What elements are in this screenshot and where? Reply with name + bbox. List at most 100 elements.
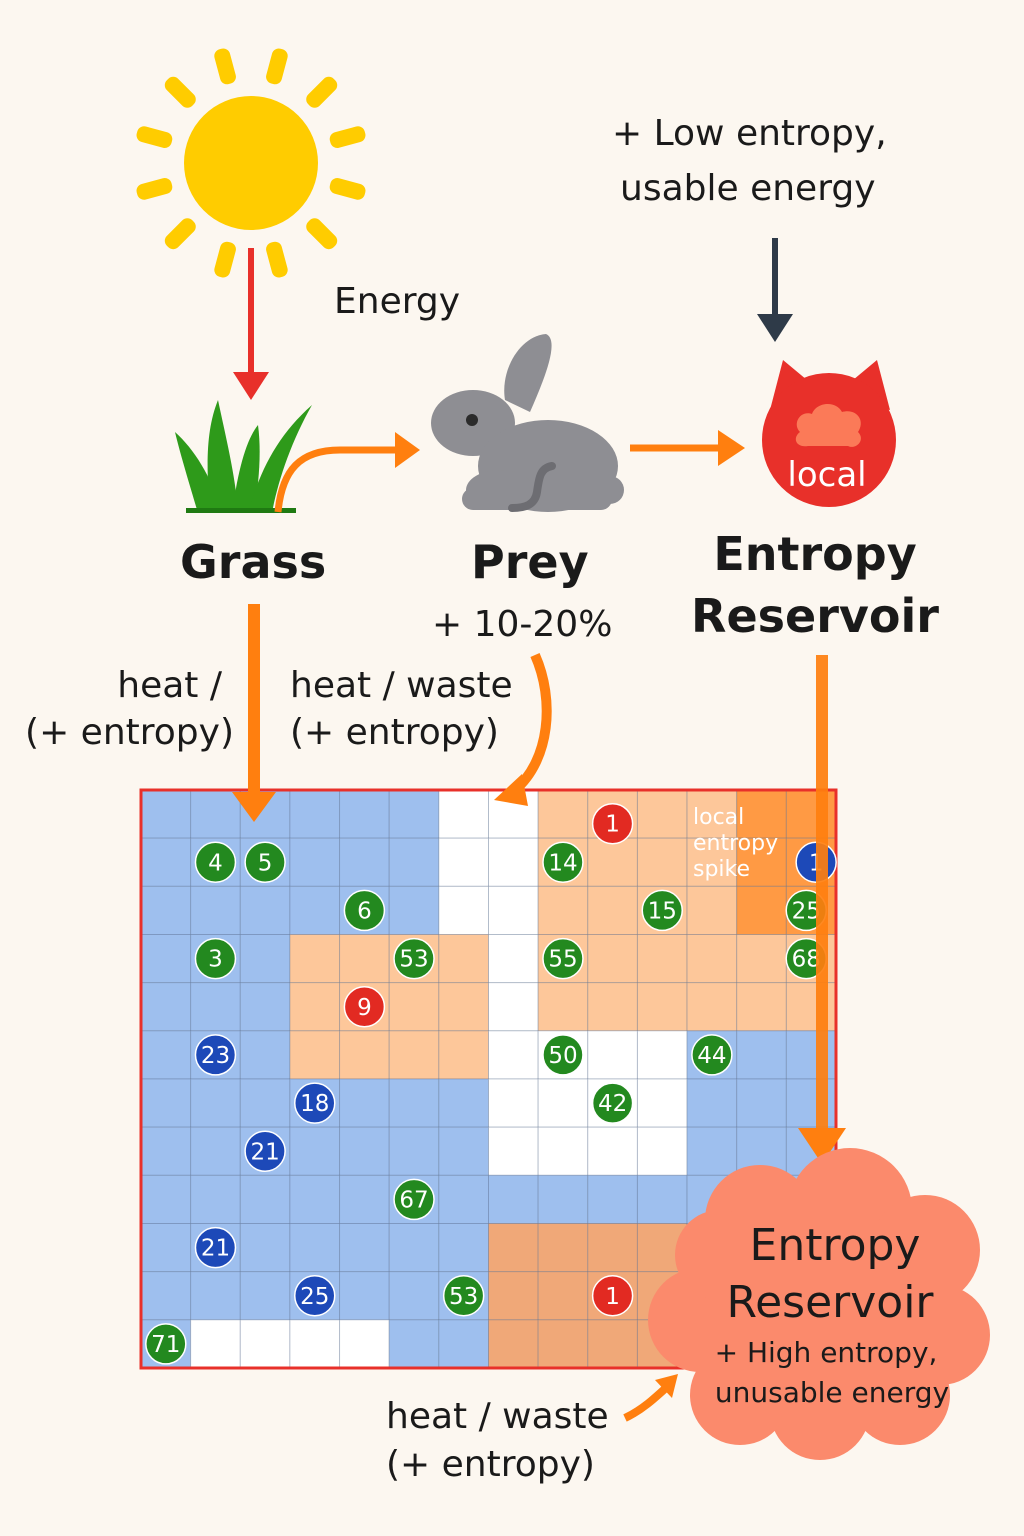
grid-badge-label: 4 [208,850,223,876]
grid-cell [587,1319,638,1369]
grid-cell [587,837,638,887]
grid-cell [339,934,390,984]
grid-cell [785,789,837,839]
grid-cell [140,982,192,1032]
grid-cell [339,837,390,887]
grid-badge-label: 68 [792,947,821,973]
grass-heat-label-line2: (+ entropy) [25,712,234,753]
sun-ray [306,218,338,250]
grid-cell [339,1030,390,1080]
grid-cell [388,789,440,839]
grid-cell [686,1126,738,1176]
prey-label: Prey [471,535,589,589]
grid-cell [488,885,539,935]
grid-cell [438,982,490,1032]
grid-cell [488,934,539,984]
grid-badge-label: 71 [151,1332,180,1358]
grid-cell [785,1030,837,1080]
grid-cell [239,1223,291,1273]
grid-cell [339,1271,390,1321]
grid-badge-label: 21 [201,1236,230,1262]
grid-cell [388,885,440,935]
spike-label-line2: entropy [693,831,778,856]
grid-cell [587,1174,638,1225]
grid-cell [488,1078,539,1128]
cloud-sub-line2: unusable energy [715,1376,949,1409]
spike-label-line3: spike [693,857,750,882]
grid-cell [537,1078,589,1128]
grid-badge [442,1275,485,1317]
grid-badge [641,889,683,932]
reservoir-down-arrow [798,655,846,1164]
grid-cell [587,885,638,935]
grid-cell [587,1223,638,1273]
grid-badge-label: 3 [208,947,223,973]
grid-cell [537,1319,589,1369]
grid-cell [239,1174,291,1225]
grid-cell [289,1319,341,1369]
cloud-title-line1: Entropy [750,1220,921,1271]
entropy-reservoir-cloud: Entropy Reservoir + High entropy, unusab… [648,1148,990,1460]
grid-badge-label: 21 [250,1139,279,1165]
bottom-heat-arrow [623,1374,678,1422]
prey-percent-label: + 10-20% [432,604,612,645]
grid-cell [239,1030,291,1080]
grid-cell [388,1223,440,1273]
grid-cell [388,1078,440,1128]
grid-badge-label: 5 [258,850,273,876]
grid-cell [537,1223,589,1273]
grid-cell [289,837,341,887]
sun-ray [214,48,236,85]
bottom-heat-label-line2: (+ entropy) [386,1444,595,1485]
grid-cell [140,934,192,984]
grid-badge-label: 23 [201,1043,230,1069]
grass-heat-arrow [232,604,276,822]
grid-cell [239,934,291,984]
grid-cell [190,1078,241,1128]
cloud-title-line2: Reservoir [726,1277,934,1328]
grid-cell [587,934,638,984]
grid-cell [785,982,837,1032]
grid-badge-label: 1 [605,812,620,838]
grid-badge-label: 1 [605,1284,620,1310]
grid-cell [388,1319,440,1369]
grid-cell [686,1078,738,1128]
grid-cell [488,1223,539,1273]
grid-cell [438,789,490,839]
grid-cell [289,1223,341,1273]
energy-arrow [233,248,269,400]
grass-icon [175,400,312,513]
grid-cell [339,1319,390,1369]
sun-ray [329,126,366,148]
grid-cell [537,1174,589,1225]
grid-badge [393,937,435,980]
grid-badge [691,1034,733,1076]
entropy-reservoir-top-line2: Reservoir [691,589,939,643]
grid-cell [190,1319,241,1369]
grid-cell [438,1174,490,1225]
sun-ray [136,126,173,148]
grid-cell [140,1078,192,1128]
grass-label: Grass [180,535,326,589]
grid-badge [343,889,386,932]
grid-badge-label: 14 [548,850,577,876]
grid-cell [438,1319,490,1369]
grid-badge [591,1082,634,1124]
grid-border [139,788,838,1370]
grid-cell [636,837,688,887]
grid-cell [736,934,787,984]
grid-cell [537,1126,589,1176]
grid-cell [140,837,192,887]
grid-cell [736,789,787,839]
grid-cell [140,1223,192,1273]
grid-badge [542,1034,584,1076]
grid-cell [140,1030,192,1080]
grid-badge [194,1226,237,1269]
grid-badge-label: 44 [697,1043,726,1069]
grid-cell [736,1030,787,1080]
grid-cell [388,837,440,887]
grid-cell [140,1174,192,1225]
grid-cell [239,1319,291,1369]
local-label: local [787,455,866,495]
